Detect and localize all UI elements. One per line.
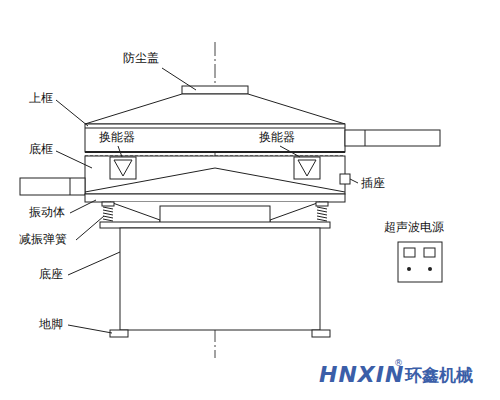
- part-label: 换能器: [258, 131, 296, 145]
- dust-cover: [85, 86, 345, 124]
- base: [100, 222, 330, 330]
- panel-knob: [407, 267, 411, 271]
- spring-coil: [103, 213, 113, 215]
- part-label: 减振弹簧: [18, 233, 68, 247]
- panel-meter: [424, 248, 435, 257]
- panel-knob: [428, 267, 432, 271]
- part-label: 插座: [360, 177, 386, 191]
- power-box: [398, 242, 442, 282]
- panel-meter: [404, 248, 415, 257]
- screen-mesh: [85, 151, 345, 153]
- logo-mark: ®: [393, 358, 404, 368]
- leader-line: [56, 68, 358, 333]
- spring-coil: [317, 210, 327, 212]
- transducer: [110, 157, 320, 179]
- spring-coil: [103, 216, 113, 218]
- spring-cap: [316, 202, 328, 206]
- part-label: 振动体: [28, 206, 66, 220]
- part-label: 上框: [28, 92, 54, 106]
- spring-coil: [103, 210, 113, 212]
- spring-coil: [103, 219, 113, 221]
- upper-frame: [85, 124, 440, 152]
- spring-coil: [317, 219, 327, 221]
- part-label: 换能器: [98, 131, 136, 145]
- foot: [110, 330, 330, 337]
- power-supply: 超声波电源: [384, 217, 444, 284]
- part-label: 底座: [38, 268, 64, 282]
- watermark: 环鑫机械: [404, 366, 474, 386]
- lower-frame: [20, 156, 345, 195]
- damping-spring: [102, 202, 328, 221]
- spring-cap: [102, 202, 114, 206]
- device-label: 超声波电源: [384, 219, 444, 236]
- socket: [340, 174, 350, 184]
- spring-coil: [317, 216, 327, 218]
- part-label: 底框: [28, 143, 54, 157]
- logo-text: HNXIN: [318, 362, 405, 387]
- part-label: 地脚: [38, 318, 64, 332]
- spring-coil: [317, 213, 327, 215]
- spring-coil: [103, 207, 113, 209]
- part-label: 防尘盖: [122, 52, 160, 66]
- spring-coil: [317, 207, 327, 209]
